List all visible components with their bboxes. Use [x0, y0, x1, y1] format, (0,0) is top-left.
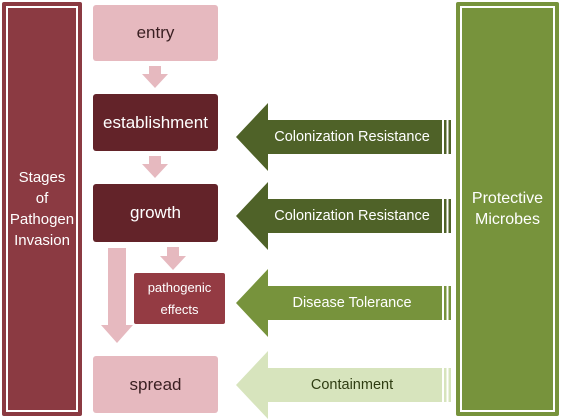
arrow-disease-tolerance	[236, 269, 451, 337]
protective-microbes-label: Protective Microbes	[456, 2, 559, 416]
stage-establishment: establishment	[93, 94, 218, 151]
protective-microbes-bar	[456, 2, 559, 416]
stage-spread: spread	[93, 356, 218, 413]
down-arrow-entry-establishment	[142, 66, 168, 88]
left-label-line-2: of	[35, 190, 49, 207]
left-label-line-1: Stages	[18, 169, 66, 186]
arrow-colonization-resistance-1	[236, 103, 451, 171]
down-arrow-growth-pathogenic-effects	[160, 247, 186, 270]
down-arrow-establishment-growth	[142, 156, 168, 178]
stage-growth: growth	[93, 184, 218, 242]
arrow-label-colonization-resistance-2: Colonization Resistance	[274, 208, 430, 224]
left-label-line-4: Invasion	[14, 232, 70, 249]
pathogen-invasion-label: Stages of Pathogen Invasion	[2, 2, 82, 416]
arrow-containment	[236, 351, 451, 419]
right-label-line-2: Microbes	[475, 211, 540, 228]
down-arrow-growth-spread	[101, 248, 133, 343]
pathogen-invasion-bar	[2, 2, 82, 416]
right-label-line-1: Protective	[471, 190, 544, 207]
arrow-label-colonization-resistance-1: Colonization Resistance	[274, 129, 430, 145]
stage-entry: entry	[93, 5, 218, 61]
pathogenic-effects-line-2: effects	[160, 301, 199, 317]
arrow-label-disease-tolerance: Disease Tolerance	[292, 295, 412, 311]
arrow-colonization-resistance-2	[236, 182, 451, 250]
left-label-line-3: Pathogen	[9, 211, 75, 228]
stage-pathogenic-effects: pathogenic effects	[133, 272, 226, 325]
pathogenic-effects-line-1: pathogenic	[147, 279, 212, 295]
arrow-label-containment: Containment	[310, 377, 394, 393]
